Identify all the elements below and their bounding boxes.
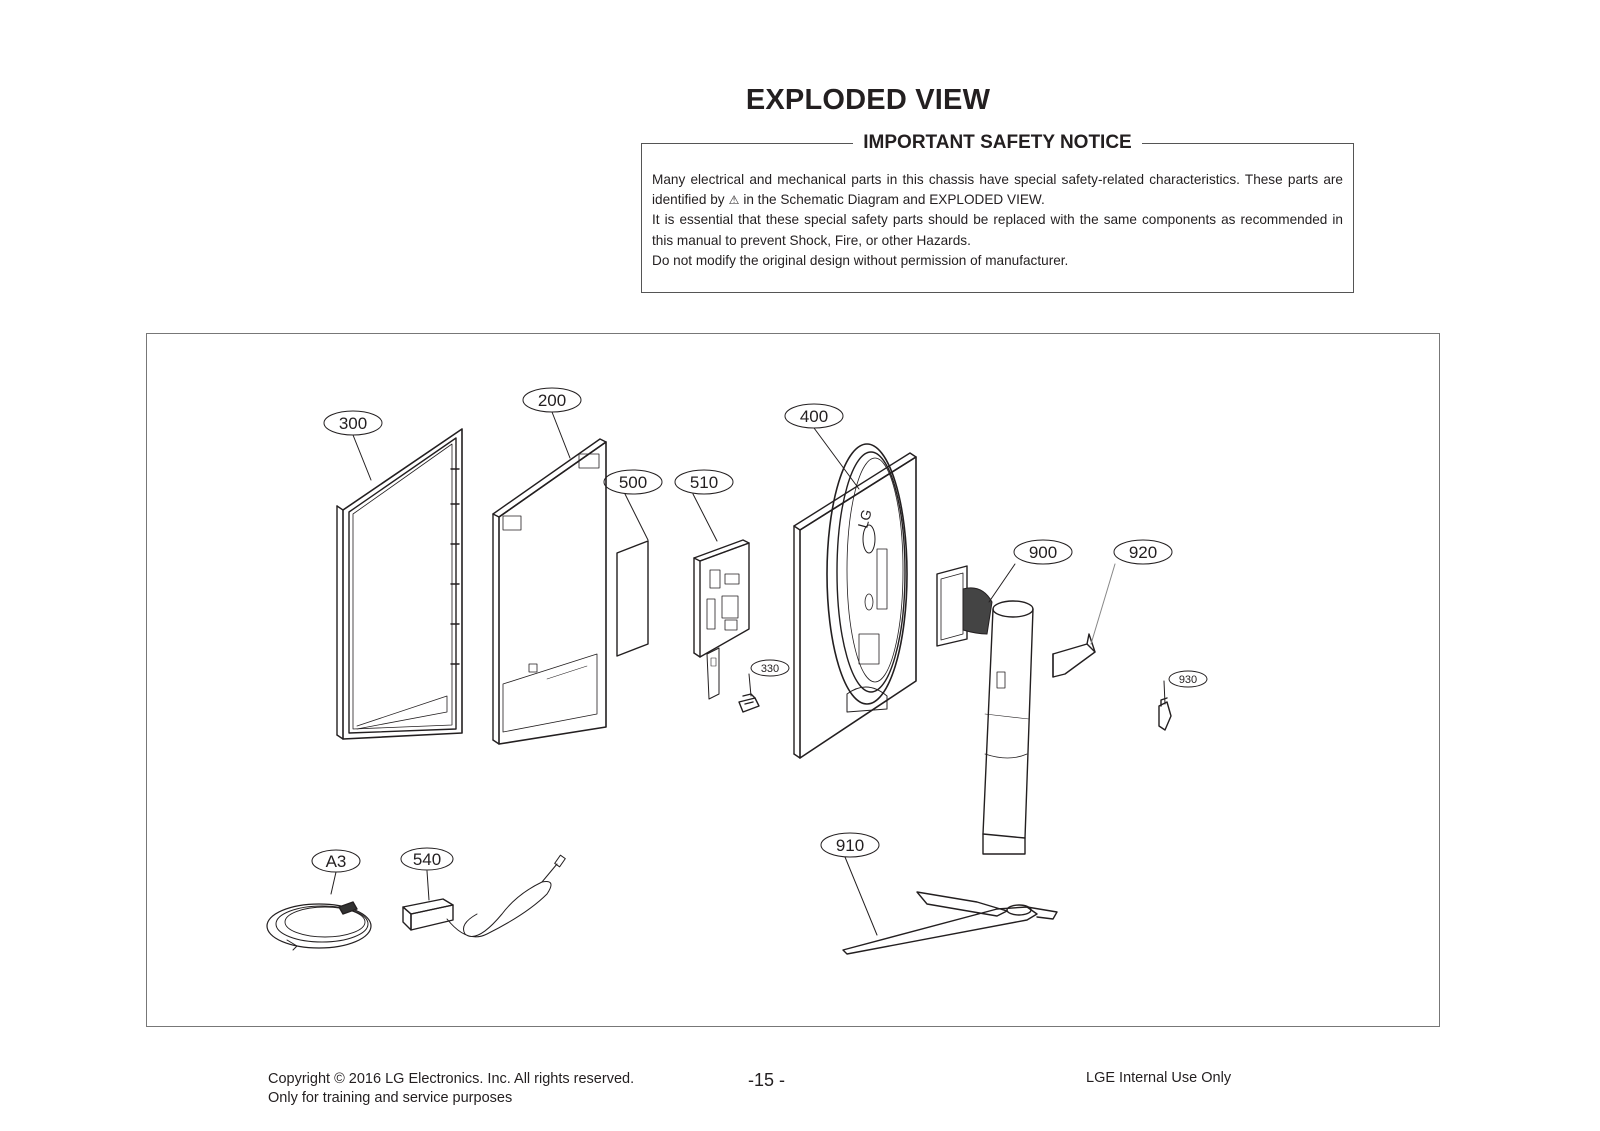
page-title: EXPLODED VIEW xyxy=(745,84,991,116)
part-400-back-cover: LG xyxy=(793,443,917,759)
callout-500: 500 xyxy=(619,473,647,492)
part-A3-power-cord xyxy=(266,901,372,951)
training-line: Only for training and service purposes xyxy=(268,1090,513,1106)
callout-900: 900 xyxy=(1029,543,1057,562)
callout-920: 920 xyxy=(1129,543,1157,562)
callout-510: 510 xyxy=(690,473,718,492)
part-300-front-frame xyxy=(336,428,463,740)
callout-540: 540 xyxy=(413,850,441,869)
part-330-bracket xyxy=(738,693,760,713)
copyright-line: Copyright © 2016 LG Electronics. Inc. Al… xyxy=(268,1071,635,1087)
callout-330: 330 xyxy=(761,663,779,675)
safety-notice-line-2: It is essential that these special safet… xyxy=(652,212,1343,248)
page-number: -15 - xyxy=(748,1070,786,1090)
part-540-ac-adapter xyxy=(402,854,566,938)
part-500-sheet xyxy=(616,540,649,657)
part-920-stand-cover xyxy=(1052,633,1096,678)
exploded-view-drawing: LG xyxy=(266,387,1208,955)
callout-200: 200 xyxy=(538,391,566,410)
part-900-stand-neck xyxy=(936,565,1034,855)
footer-copyright: Copyright © 2016 LG Electronics. Inc. Al… xyxy=(268,1070,634,1108)
safety-notice-line-1: Many electrical and mechanical parts in … xyxy=(652,170,1343,210)
callout-300: 300 xyxy=(339,414,367,433)
leader-lines xyxy=(330,411,1166,936)
callout-930: 930 xyxy=(1179,674,1197,686)
part-510-main-board xyxy=(693,539,750,700)
callout-400: 400 xyxy=(800,407,828,426)
safety-notice-body: Many electrical and mechanical parts in … xyxy=(652,170,1343,271)
safety-notice-heading: IMPORTANT SAFETY NOTICE xyxy=(642,131,1353,155)
callout-A3: A3 xyxy=(326,852,347,871)
internal-use-label: LGE Internal Use Only xyxy=(1086,1070,1232,1086)
callout-910: 910 xyxy=(836,836,864,855)
safety-notice-line-3: Do not modify the original design withou… xyxy=(652,252,1069,268)
safety-notice-box: IMPORTANT SAFETY NOTICE Many electrical … xyxy=(641,132,1354,293)
warning-triangle-icon: ⚠ xyxy=(728,193,740,208)
part-200-lcd-module xyxy=(492,438,607,745)
svg-text:LG: LG xyxy=(854,508,874,530)
callout-ellipses xyxy=(311,387,1208,873)
part-910-stand-base xyxy=(842,891,1058,955)
exploded-view-diagram: LG xyxy=(146,333,1440,1027)
